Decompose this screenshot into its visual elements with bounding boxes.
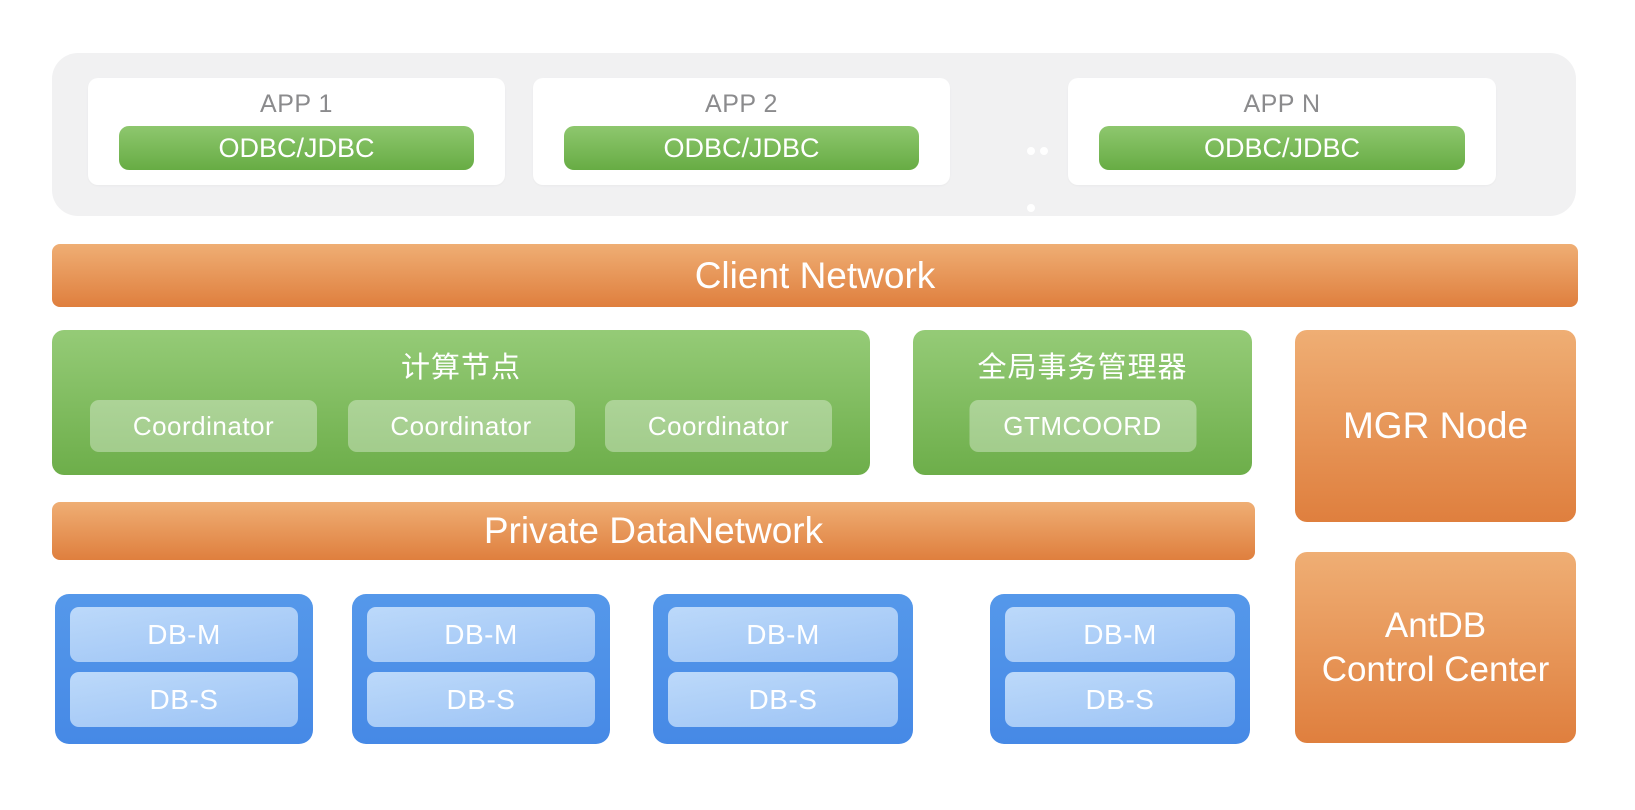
control-center-label-line1: AntDB — [1384, 605, 1487, 645]
mgr-node-box: MGR Node — [1295, 330, 1576, 522]
app-card-title: APP 2 — [705, 89, 778, 118]
private-network-label: Private DataNetwork — [483, 510, 824, 551]
db-master-pill: DB-M — [1005, 607, 1235, 662]
db-standby-pill: DB-S — [367, 672, 595, 727]
app-card-n: APP N ODBC/JDBC — [1068, 78, 1496, 185]
db-standby-pill: DB-S — [668, 672, 898, 727]
odbc-jdbc-pill: ODBC/JDBC — [119, 126, 474, 170]
odbc-jdbc-pill: ODBC/JDBC — [564, 126, 919, 170]
coordinator-pill: Coordinator — [347, 400, 575, 452]
compute-node-title: 计算节点 — [400, 352, 521, 384]
app-card-title: APP 1 — [260, 89, 333, 118]
mgr-node-label: MGR Node — [1342, 405, 1529, 446]
private-network-bar: Private DataNetwork — [52, 502, 1255, 560]
db-group-2: DB-M DB-S — [352, 594, 610, 744]
client-network-label: Client Network — [694, 254, 936, 296]
ellipsis-dot — [1040, 147, 1048, 155]
db-group-4: DB-M DB-S — [990, 594, 1250, 744]
app-card-1: APP 1 ODBC/JDBC — [88, 78, 505, 185]
db-standby-pill: DB-S — [70, 672, 298, 727]
app-layer-container: APP 1 ODBC/JDBC APP 2 ODBC/JDBC APP N OD… — [52, 53, 1576, 216]
coordinator-pill: Coordinator — [605, 400, 832, 452]
ellipsis-dot — [1027, 147, 1035, 155]
compute-node-box: 计算节点 Coordinator Coordinator Coordinator — [52, 330, 870, 475]
db-group-3: DB-M DB-S — [653, 594, 913, 744]
odbc-jdbc-pill: ODBC/JDBC — [1099, 126, 1465, 170]
app-card-2: APP 2 ODBC/JDBC — [533, 78, 950, 185]
db-master-pill: DB-M — [70, 607, 298, 662]
ellipsis-dot — [1027, 204, 1035, 212]
control-center-box: AntDB Control Center — [1295, 552, 1576, 743]
gtm-title: 全局事务管理器 — [977, 352, 1188, 384]
client-network-bar: Client Network — [52, 244, 1578, 307]
gtm-box: 全局事务管理器 GTMCOORD — [913, 330, 1252, 475]
coordinator-pill: Coordinator — [90, 400, 317, 452]
db-master-pill: DB-M — [668, 607, 898, 662]
coordinator-row: Coordinator Coordinator Coordinator — [52, 400, 870, 452]
gtmcoord-pill: GTMCOORD — [969, 400, 1196, 452]
db-master-pill: DB-M — [367, 607, 595, 662]
control-center-label-line2: Control Center — [1321, 649, 1550, 689]
db-standby-pill: DB-S — [1005, 672, 1235, 727]
db-group-1: DB-M DB-S — [55, 594, 313, 744]
app-card-title: APP N — [1243, 89, 1321, 118]
